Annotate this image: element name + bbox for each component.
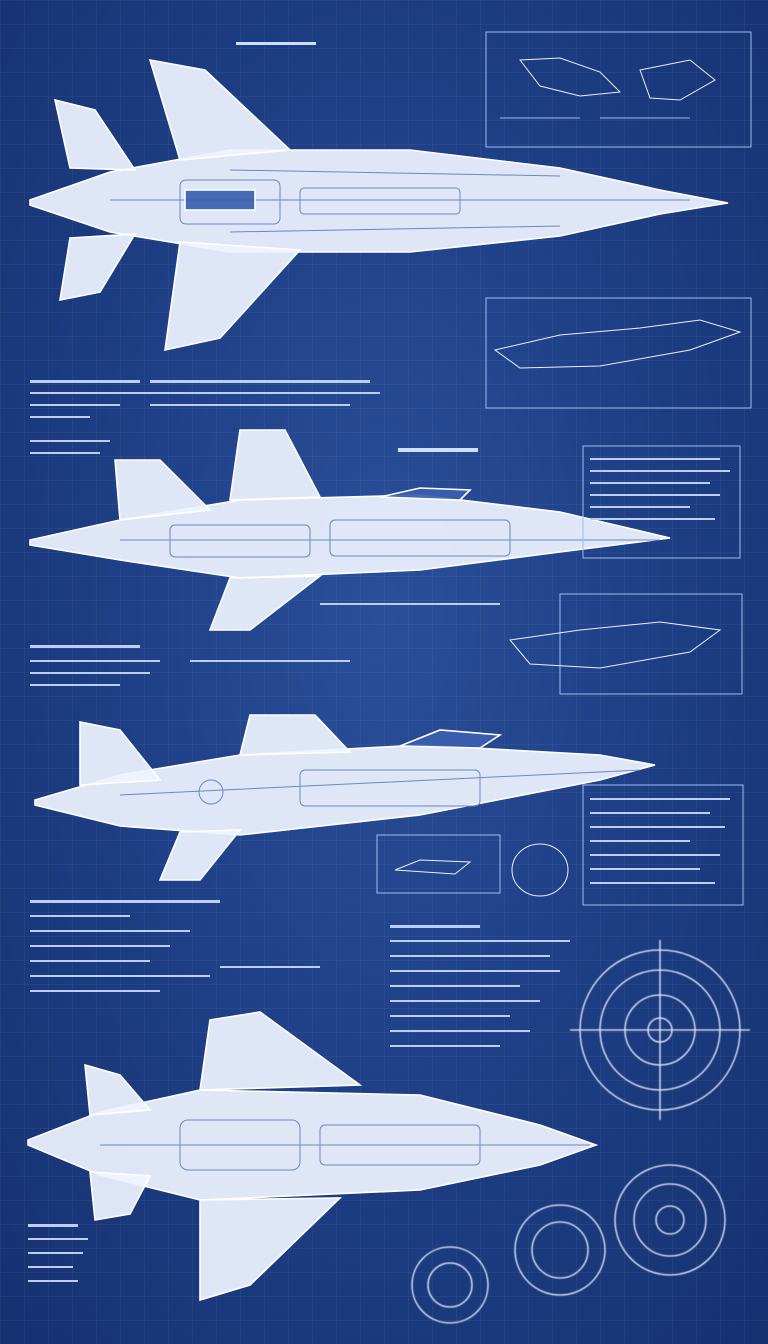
spec-table-right-2 (511, 784, 744, 906)
craft-side-view-upper (29, 429, 671, 631)
inset-side-profile-2 (509, 593, 743, 695)
craft-top-view (29, 58, 729, 352)
inset-side-profile (485, 297, 752, 409)
spec-text-block-center (390, 925, 570, 1047)
caption-bar (398, 448, 478, 452)
spec-text-block-left-1 (30, 380, 380, 454)
caption-bar (236, 42, 316, 45)
spec-text-block-left-3 (30, 900, 320, 992)
inset-frame-top (485, 31, 752, 148)
spec-text-block-left-2 (30, 603, 500, 686)
craft-underside-view (27, 1011, 599, 1302)
turbine-schematic-icon (411, 940, 750, 1324)
spec-text-block-bottom-left (28, 1224, 88, 1282)
spec-panel-mid (376, 834, 501, 894)
spec-table-right-1 (582, 445, 741, 559)
craft-side-view-lower (34, 714, 656, 881)
